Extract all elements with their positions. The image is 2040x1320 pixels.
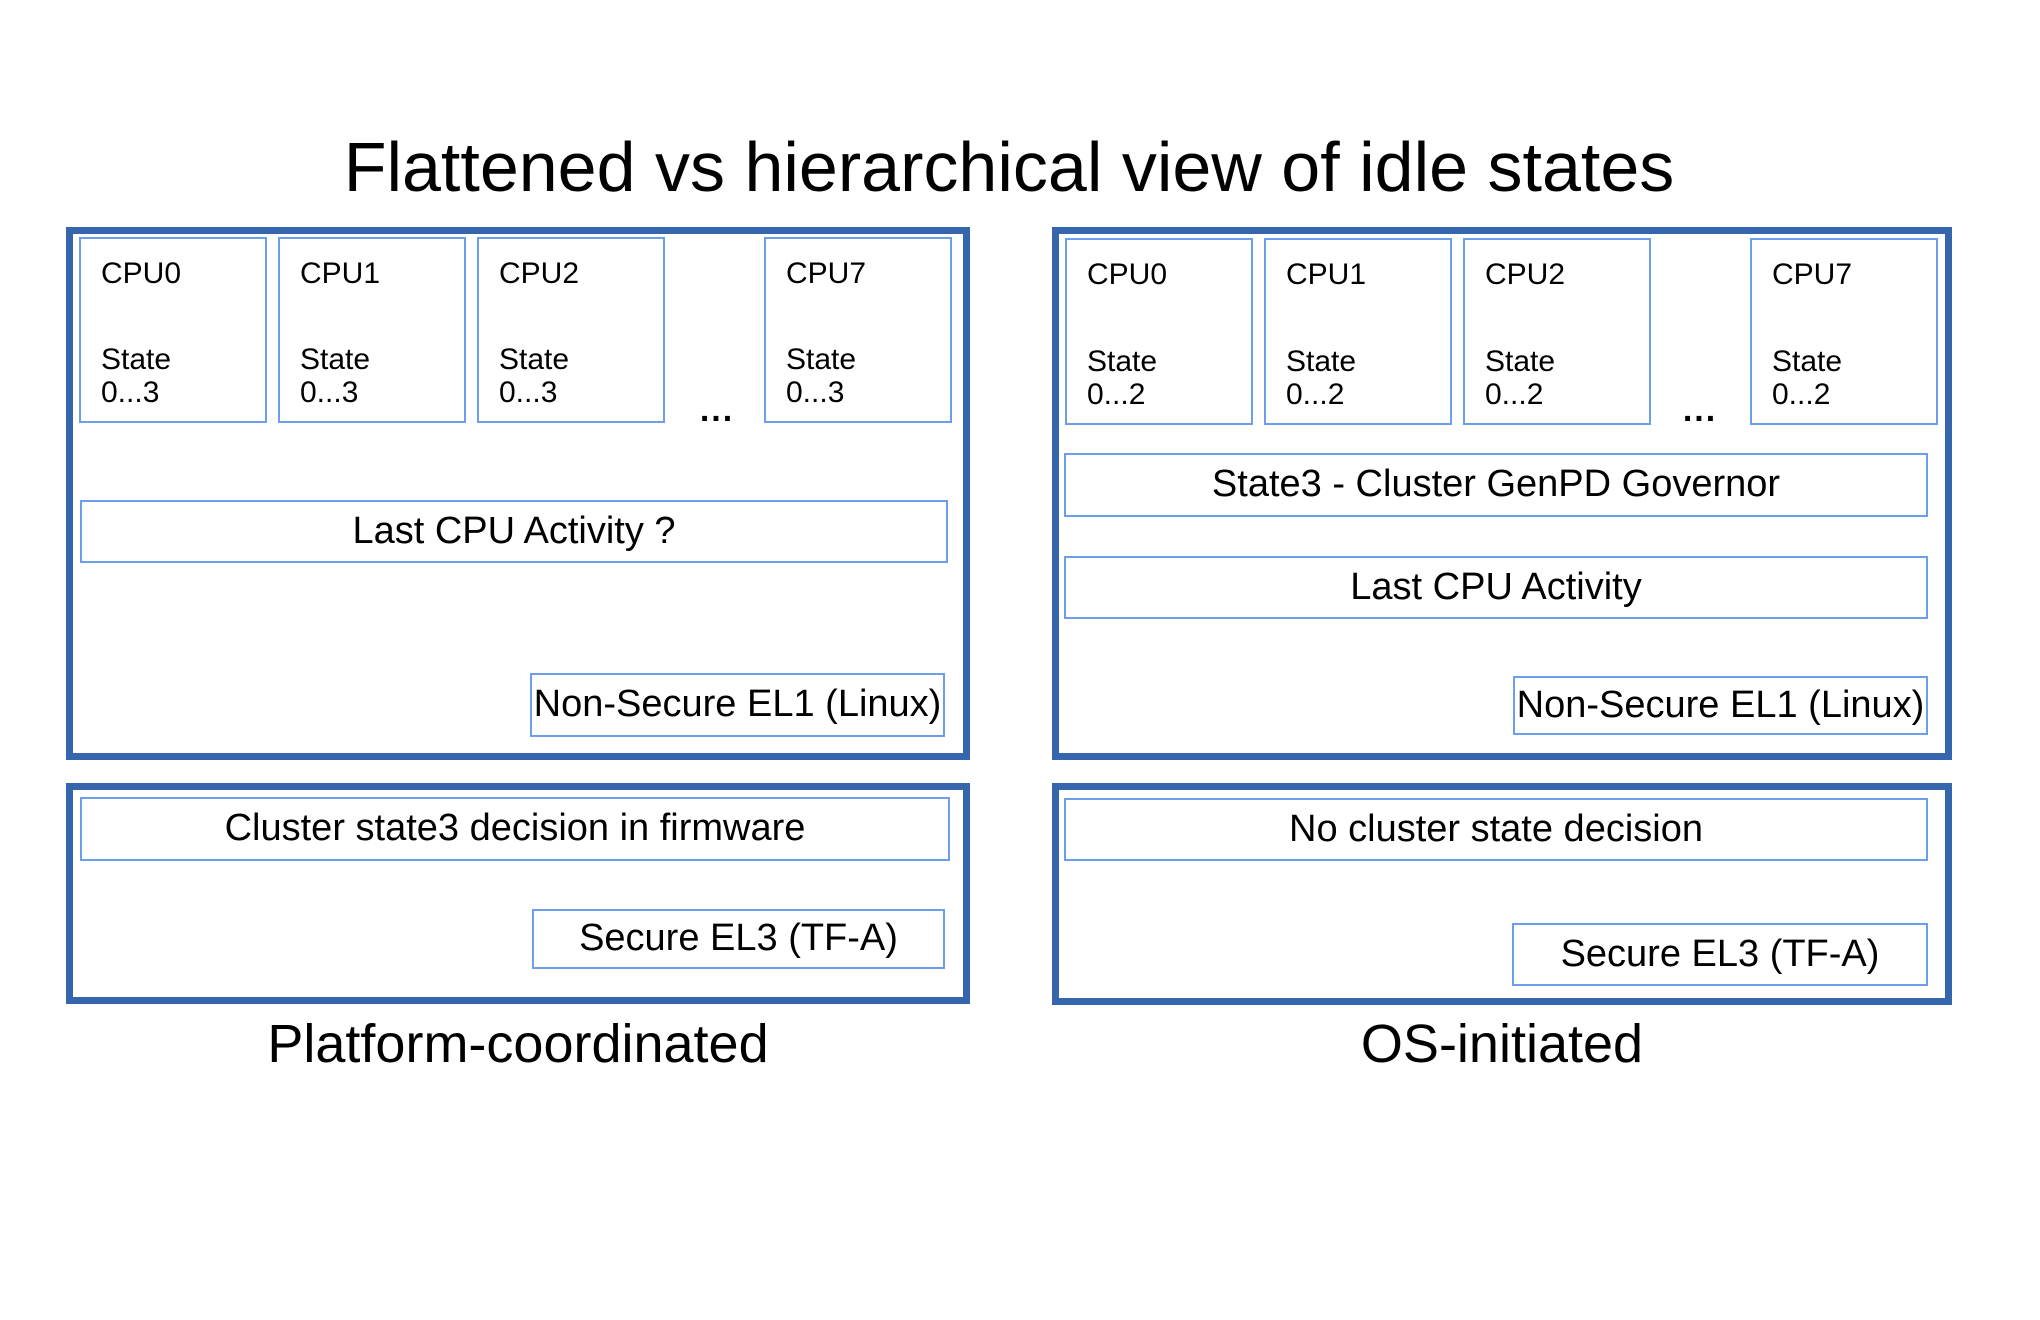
cpu-ellipsis: ... xyxy=(699,391,735,429)
cpu-box-cpu1: CPU1 State 0...2 xyxy=(1264,238,1452,425)
cpu-name: CPU0 xyxy=(1087,258,1168,291)
cpu-state-range: 0...3 xyxy=(101,376,160,409)
cpu-box-cpu0: CPU0 State 0...3 xyxy=(79,237,267,423)
panel-platform-el3: Cluster state3 decision in firmware Secu… xyxy=(66,783,970,1004)
cpu-state-range: 0...2 xyxy=(1772,378,1831,411)
cpu-name: CPU7 xyxy=(786,257,867,290)
diagram-title: Flattened vs hierarchical view of idle s… xyxy=(343,128,1675,206)
cluster-decision-box: Cluster state3 decision in firmware xyxy=(80,797,950,861)
caption-platform-coordinated: Platform-coordinated xyxy=(267,1014,769,1074)
panel-platform-el1: CPU0 State 0...3 CPU1 State 0...3 CPU2 S… xyxy=(66,227,970,760)
cpu-name: CPU1 xyxy=(1286,258,1367,291)
cpu-state-label: State xyxy=(1286,345,1357,378)
secure-el3-box: Secure EL3 (TF-A) xyxy=(1512,923,1928,986)
cpu-state-range: 0...3 xyxy=(786,376,845,409)
cpu-name: CPU2 xyxy=(1485,258,1566,291)
cpu-name: CPU7 xyxy=(1772,258,1853,291)
cpu-state-label: State xyxy=(786,343,857,376)
panel-os-el1: CPU0 State 0...2 CPU1 State 0...2 CPU2 S… xyxy=(1052,227,1952,760)
cpu-state-label: State xyxy=(1087,345,1158,378)
panel-os-el3: No cluster state decision Secure EL3 (TF… xyxy=(1052,783,1952,1005)
cpu-name: CPU2 xyxy=(499,257,580,290)
cpu-name: CPU0 xyxy=(101,257,182,290)
cpu-state-range: 0...3 xyxy=(499,376,558,409)
cpu-state-label: State xyxy=(1772,345,1843,378)
non-secure-el1-box: Non-Secure EL1 (Linux) xyxy=(530,673,945,737)
cpu-state-range: 0...2 xyxy=(1087,378,1146,411)
cpu-box-cpu2: CPU2 State 0...3 xyxy=(477,237,665,423)
cpu-state-range: 0...3 xyxy=(300,376,359,409)
cpu-box-cpu0: CPU0 State 0...2 xyxy=(1065,238,1253,425)
cpu-state-label: State xyxy=(499,343,570,376)
cpu-box-cpu7: CPU7 State 0...2 xyxy=(1750,238,1938,425)
cpu-state-label: State xyxy=(101,343,172,376)
cpu-state-range: 0...2 xyxy=(1286,378,1345,411)
cpu-state-range: 0...2 xyxy=(1485,378,1544,411)
genpd-governor-box: State3 - Cluster GenPD Governor xyxy=(1064,453,1928,517)
cpu-state-label: State xyxy=(1485,345,1556,378)
last-cpu-activity-box: Last CPU Activity ? xyxy=(80,500,948,563)
non-secure-el1-box: Non-Secure EL1 (Linux) xyxy=(1513,676,1928,735)
cpu-box-cpu7: CPU7 State 0...3 xyxy=(764,237,952,423)
no-cluster-decision-box: No cluster state decision xyxy=(1064,798,1928,861)
last-cpu-activity-box: Last CPU Activity xyxy=(1064,556,1928,619)
secure-el3-box: Secure EL3 (TF-A) xyxy=(532,909,945,969)
cpu-box-cpu2: CPU2 State 0...2 xyxy=(1463,238,1651,425)
cpu-name: CPU1 xyxy=(300,257,381,290)
cpu-state-label: State xyxy=(300,343,371,376)
cpu-box-cpu1: CPU1 State 0...3 xyxy=(278,237,466,423)
caption-os-initiated: OS-initiated xyxy=(1360,1014,1644,1074)
cpu-ellipsis: ... xyxy=(1682,391,1718,429)
